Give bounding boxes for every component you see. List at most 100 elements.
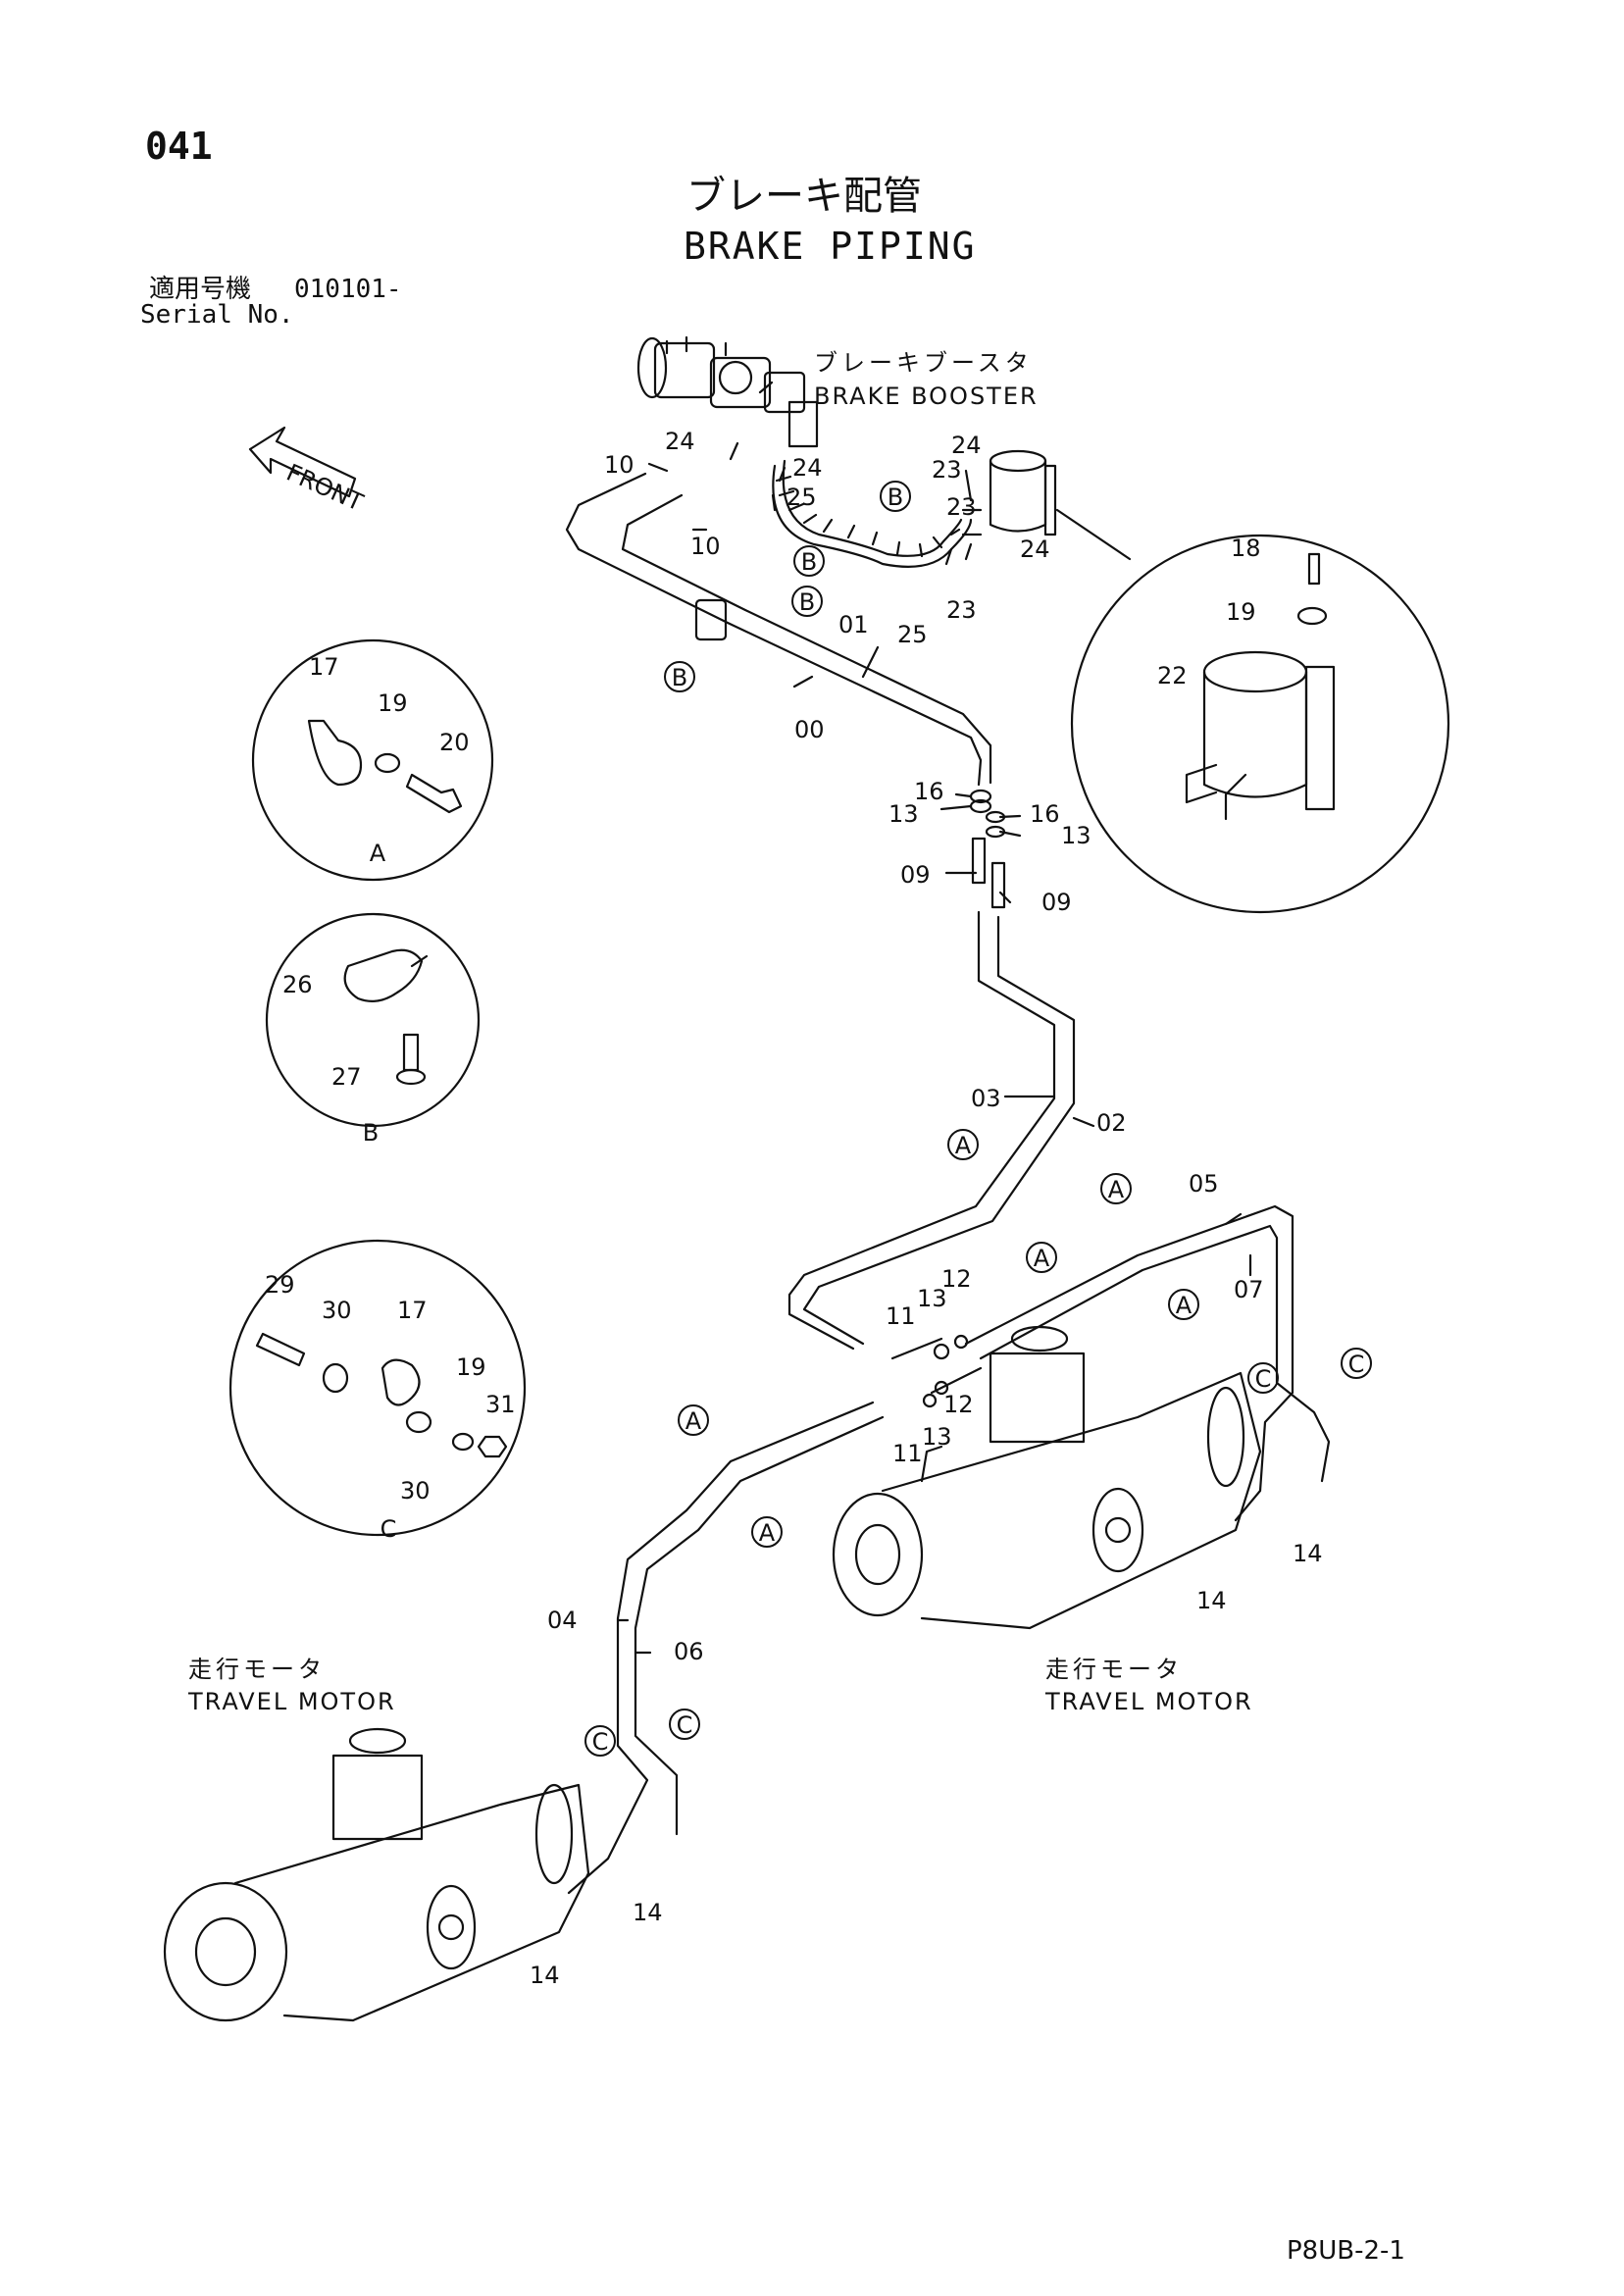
svg-text:B: B — [888, 484, 903, 511]
svg-text:13: 13 — [917, 1285, 947, 1312]
detail-a-parts — [307, 719, 463, 814]
part-number-callouts: 24 10 24 25 10 23 24 23 24 25 23 01 00 1… — [530, 428, 1323, 1989]
svg-text:16: 16 — [1030, 800, 1060, 828]
svg-text:30: 30 — [322, 1297, 352, 1324]
svg-text:C: C — [677, 1711, 693, 1739]
detail-b-parts — [343, 948, 429, 1086]
brake-booster-label-jp: ブレーキブースタ — [814, 349, 1033, 377]
svg-text:A: A — [1108, 1176, 1125, 1203]
serial-label-japanese: 適用号機 — [149, 275, 252, 304]
svg-text:24: 24 — [792, 454, 823, 482]
travel-motor-right-label-jp: 走行モータ — [1045, 1656, 1183, 1683]
detail-view-letters: A B C — [363, 840, 397, 1543]
svg-text:04: 04 — [547, 1607, 578, 1634]
svg-text:09: 09 — [1041, 889, 1072, 916]
svg-text:14: 14 — [530, 1962, 560, 1989]
detail-circle-b — [265, 912, 481, 1128]
brake-booster-label-en: BRAKE BOOSTER — [814, 383, 1039, 410]
svg-text:29: 29 — [265, 1271, 295, 1299]
detail-a-letter: A — [370, 840, 386, 867]
svg-text:23: 23 — [932, 456, 962, 484]
reservoir-tank — [961, 449, 1057, 536]
svg-text:19: 19 — [378, 689, 408, 717]
svg-text:14: 14 — [1293, 1540, 1323, 1567]
svg-text:27: 27 — [331, 1063, 362, 1091]
svg-text:17: 17 — [397, 1297, 428, 1324]
svg-text:06: 06 — [674, 1638, 704, 1665]
leader-lines — [616, 441, 1252, 1655]
pipe-05-07 — [964, 1204, 1331, 1522]
svg-text:10: 10 — [690, 533, 721, 560]
svg-text:A: A — [1034, 1245, 1050, 1272]
svg-text:16: 16 — [914, 778, 944, 805]
detail-tank-parts — [1185, 552, 1336, 821]
front-arrow-icon — [248, 426, 357, 498]
detail-part-numbers: 17 19 20 26 27 29 30 17 19 31 30 18 19 2… — [265, 535, 1261, 1505]
svg-text:12: 12 — [941, 1265, 972, 1293]
drawing-code: P8UB-2-1 — [1287, 2236, 1405, 2266]
brake-booster-assembly — [636, 335, 819, 448]
svg-text:12: 12 — [943, 1391, 974, 1418]
svg-text:03: 03 — [971, 1085, 1001, 1112]
svg-text:19: 19 — [1226, 598, 1256, 626]
pipe-04-06 — [567, 1401, 885, 1895]
title-japanese: ブレーキ配管 — [686, 174, 922, 219]
svg-text:22: 22 — [1157, 662, 1188, 689]
front-label: FRONT — [282, 459, 368, 517]
tank-leader-line — [1055, 508, 1132, 561]
svg-text:17: 17 — [309, 653, 339, 681]
svg-text:A: A — [759, 1519, 776, 1547]
svg-text:11: 11 — [886, 1302, 916, 1330]
svg-text:A: A — [1176, 1292, 1193, 1319]
pipe-02-03 — [787, 910, 1076, 1351]
svg-text:A: A — [955, 1132, 972, 1159]
svg-text:C: C — [592, 1728, 609, 1756]
serial-label-english: Serial No. — [140, 300, 294, 330]
serial-value: 010101- — [294, 275, 402, 304]
detail-circle-c — [228, 1239, 527, 1537]
svg-text:25: 25 — [897, 621, 928, 648]
pipe-00-01 — [565, 472, 992, 787]
svg-text:05: 05 — [1189, 1170, 1219, 1198]
detail-circle-tank — [1070, 534, 1450, 914]
fitting-stack — [969, 789, 1006, 909]
svg-text:A: A — [685, 1407, 702, 1435]
svg-text:19: 19 — [456, 1353, 486, 1381]
svg-text:24: 24 — [951, 432, 982, 459]
travel-motor-right-label-en: TRAVEL MOTOR — [1045, 1688, 1253, 1715]
travel-motor-left-label-jp: 走行モータ — [188, 1656, 326, 1683]
svg-text:02: 02 — [1096, 1109, 1127, 1137]
svg-text:C: C — [1255, 1365, 1272, 1393]
svg-text:01: 01 — [838, 611, 869, 638]
travel-motor-right — [832, 1325, 1262, 1630]
cross-connector — [890, 1334, 983, 1408]
travel-motor-left-label-en: TRAVEL MOTOR — [188, 1688, 396, 1715]
detail-c-parts — [255, 1332, 508, 1458]
svg-text:31: 31 — [485, 1391, 516, 1418]
svg-text:24: 24 — [1020, 536, 1050, 563]
page-number: 041 — [145, 125, 213, 168]
svg-text:C: C — [1348, 1351, 1365, 1378]
svg-text:B: B — [799, 588, 815, 616]
svg-text:11: 11 — [892, 1440, 923, 1467]
svg-text:30: 30 — [400, 1477, 431, 1505]
svg-text:14: 14 — [1196, 1587, 1227, 1614]
detail-b-letter: B — [363, 1119, 379, 1147]
detail-circle-a — [251, 638, 494, 882]
svg-text:25: 25 — [787, 484, 817, 511]
svg-text:18: 18 — [1231, 535, 1261, 562]
svg-text:09: 09 — [900, 861, 931, 889]
spiral-hose — [772, 459, 973, 568]
svg-text:07: 07 — [1234, 1276, 1264, 1303]
detail-c-letter: C — [381, 1515, 397, 1543]
svg-text:00: 00 — [794, 716, 825, 743]
svg-text:B: B — [801, 548, 817, 576]
svg-text:10: 10 — [604, 451, 634, 479]
travel-motor-left — [163, 1727, 590, 2022]
svg-text:20: 20 — [439, 729, 470, 756]
svg-text:24: 24 — [665, 428, 695, 455]
svg-text:23: 23 — [946, 493, 977, 521]
svg-text:B: B — [672, 664, 687, 691]
